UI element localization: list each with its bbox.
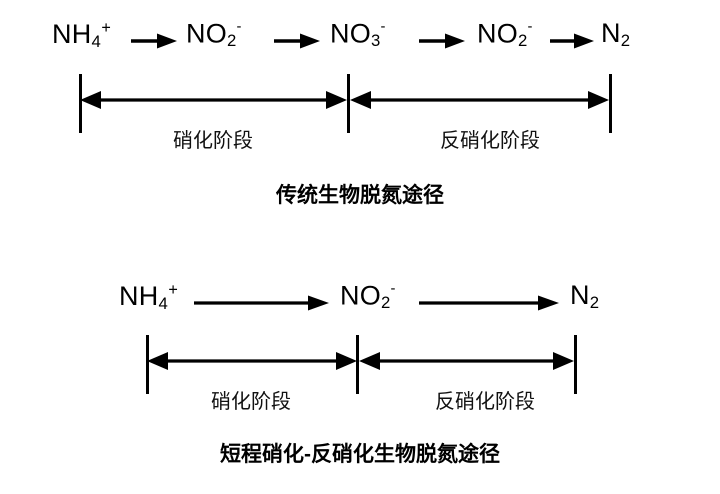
species-ammonium: NH4+ (52, 19, 112, 51)
stage-tick-left (79, 74, 82, 133)
reaction-arrow (131, 33, 177, 49)
species-dinitrogen: N2 (570, 280, 600, 312)
stage-span-arrow-denitrification (350, 89, 609, 111)
stage-tick-right (609, 74, 612, 133)
stage-span-arrow-denitrification (359, 350, 574, 372)
stage-label-nitrification: 硝化阶段 (173, 130, 253, 152)
species-nitrite: NO2- (477, 18, 533, 51)
stage-tick-left (146, 335, 149, 394)
diagram-traditional-pathway: NH4+ NO2- NO3- NO2- N2 (0, 0, 720, 207)
species-nitrite: NO2- (186, 18, 242, 51)
stage-span-arrow-nitrification (147, 350, 357, 372)
diagram-caption: 传统生物脱氮途径 (276, 184, 444, 207)
reaction-arrow (419, 33, 465, 49)
reaction-arrow (419, 295, 559, 311)
stage-label-nitrification: 硝化阶段 (211, 391, 291, 413)
stage-span-arrow-nitrification (80, 89, 347, 111)
reaction-arrow (194, 295, 329, 311)
species-row: NH4+ NO2- NO3- NO2- N2 (0, 0, 720, 50)
species-nitrate: NO3- (330, 18, 386, 51)
stage-tick-middle (347, 74, 350, 133)
stage-label-denitrification: 反硝化阶段 (440, 130, 540, 152)
reaction-arrow (550, 33, 594, 49)
stage-label-denitrification: 反硝化阶段 (435, 391, 535, 413)
stage-tick-middle (356, 335, 359, 394)
stage-tick-right (574, 335, 577, 394)
species-ammonium: NH4+ (119, 281, 179, 313)
species-dinitrogen: N2 (601, 18, 631, 50)
diagram-caption: 短程硝化-反硝化生物脱氮途径 (220, 443, 500, 466)
species-row: NH4+ NO2- N2 (0, 250, 720, 311)
diagram-shortcut-pathway: NH4+ NO2- N2 (0, 250, 720, 494)
species-nitrite: NO2- (340, 280, 396, 313)
reaction-arrow (274, 33, 320, 49)
